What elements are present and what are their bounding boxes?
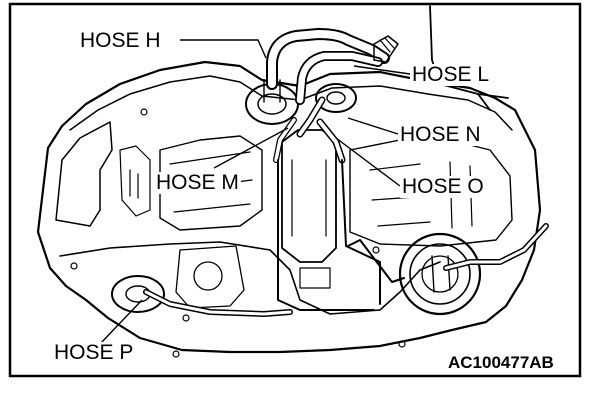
tank-outline: [36, 60, 542, 354]
leader-hose-l: [353, 65, 411, 75]
label-hose-o: HOSE O: [400, 175, 486, 198]
label-hose-p: HOSE P: [52, 341, 136, 364]
tank-center-channel: [281, 129, 337, 263]
leader-hose-h: [180, 39, 267, 59]
tank-left-panel: [55, 121, 113, 227]
figure-border: [8, 2, 582, 378]
label-hose-n: HOSE N: [398, 123, 483, 146]
tank-top-rim: [69, 75, 513, 131]
leader-hose-o: [335, 137, 401, 187]
leader-hose-m: [213, 127, 289, 169]
fuel-gauge-unit: [398, 232, 482, 316]
leader-hose-n: [347, 117, 399, 135]
pump-flange-right: [315, 83, 357, 113]
tank-lower-edge: [59, 241, 441, 315]
hose-h-path: [268, 30, 388, 88]
label-hose-l: HOSE L: [410, 63, 492, 86]
leader-hose-p: [99, 299, 143, 345]
tank-right-bracket: [429, 5, 509, 111]
label-hose-h: HOSE H: [78, 29, 163, 52]
figure-code: AC100477AB: [446, 353, 556, 372]
label-hose-m: HOSE M: [154, 171, 241, 194]
